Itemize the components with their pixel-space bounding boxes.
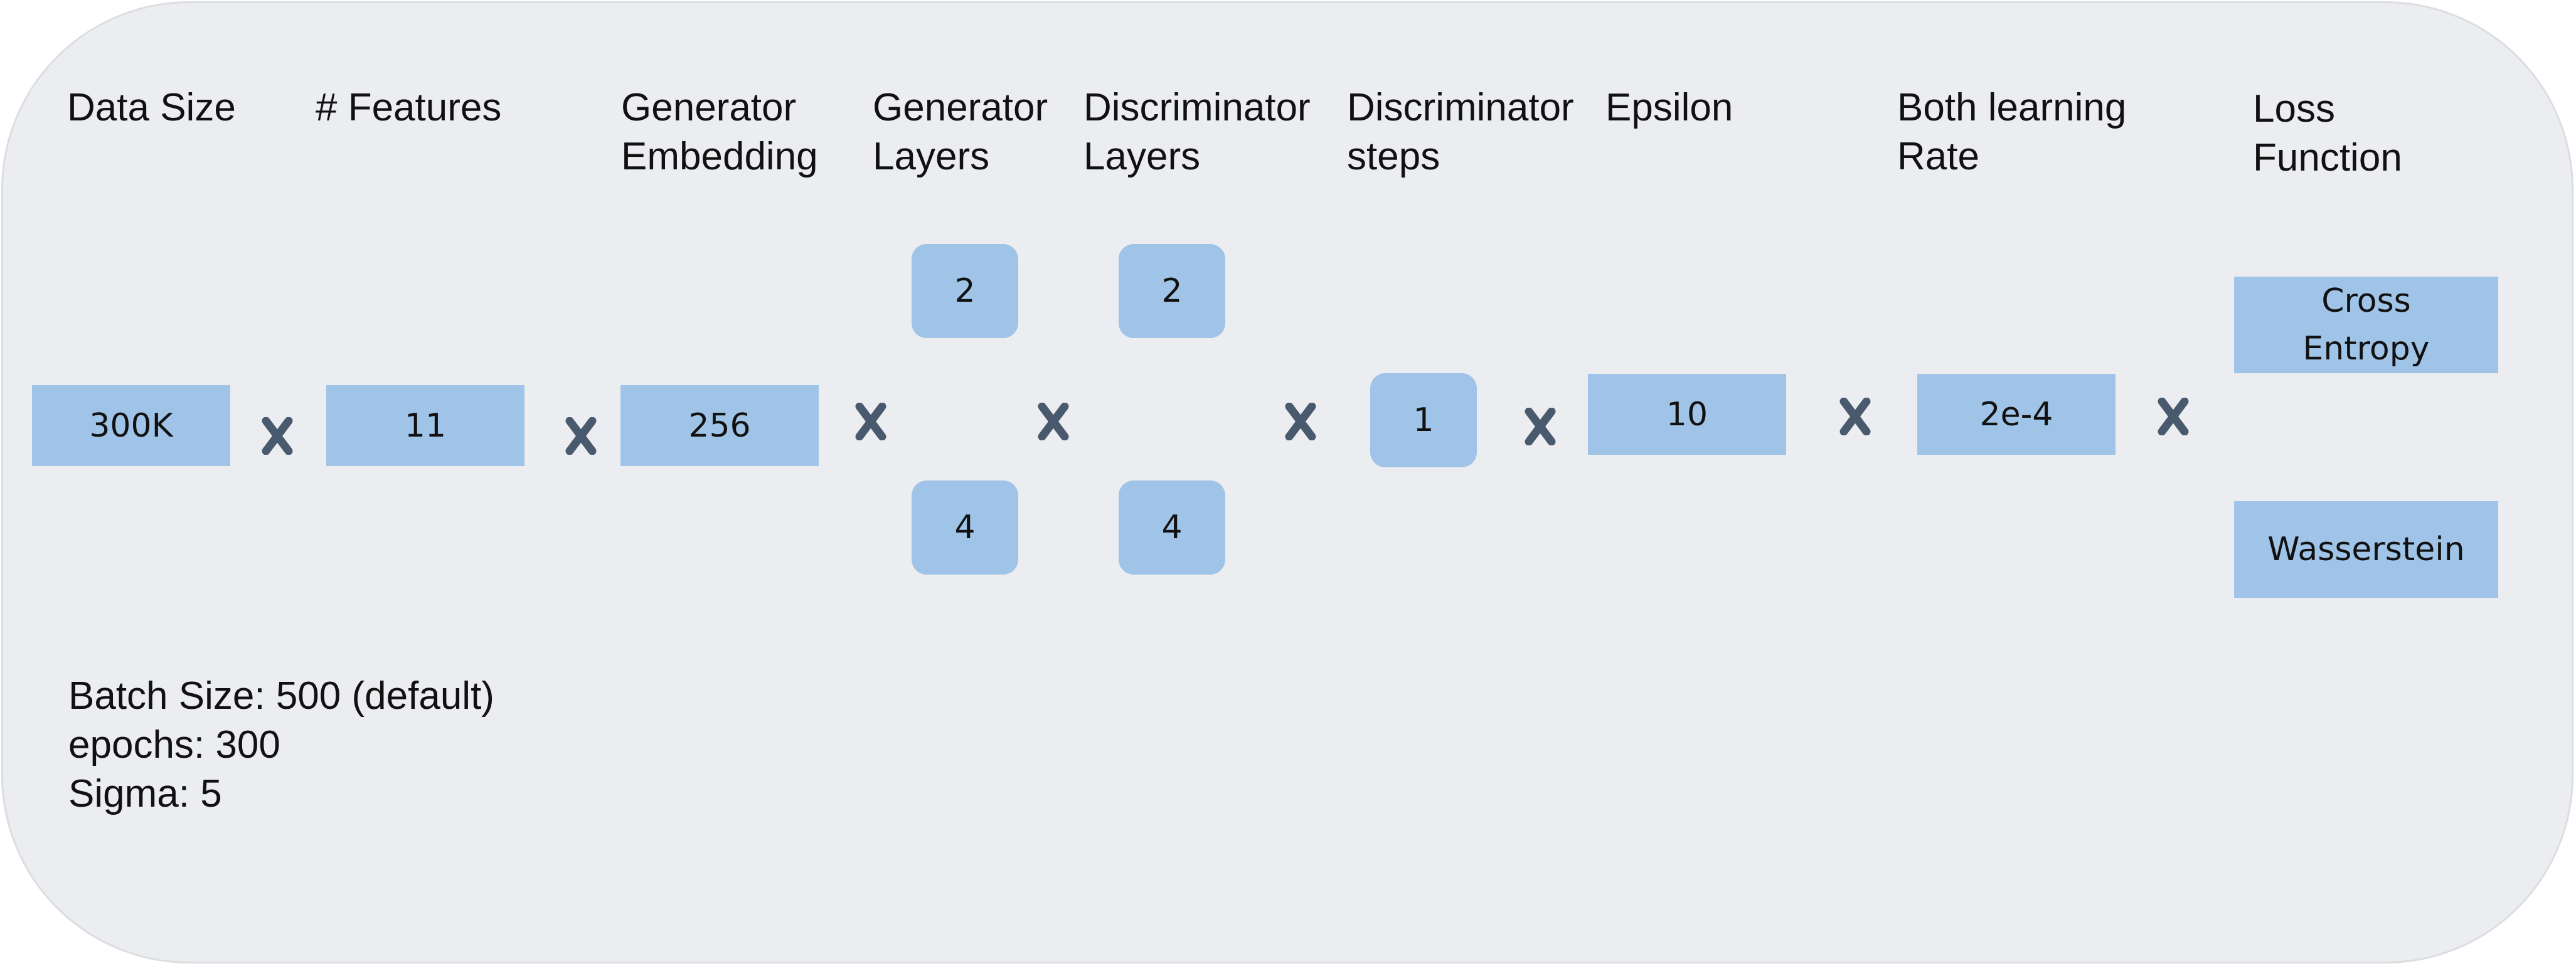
value-box-discriminator-layers-bottom: 4 — [1119, 480, 1225, 575]
value-discriminator-steps: 1 — [1413, 401, 1434, 439]
value-generator-embedding: 256 — [688, 406, 751, 445]
value-box-features: 11 — [326, 385, 524, 466]
value-box-learning-rate: 2e-4 — [1917, 374, 2116, 455]
value-box-loss-wasserstein: Wasserstein — [2234, 501, 2498, 598]
value-box-generator-embedding: 256 — [620, 385, 819, 466]
note-sigma: Sigma: 5 — [68, 772, 222, 815]
header-learning-rate: Both learning Rate — [1897, 86, 2127, 178]
multiply-icon — [854, 403, 887, 440]
header-epsilon: Epsilon — [1605, 86, 1733, 129]
header-discriminator-steps: Discriminator steps — [1347, 86, 1574, 178]
value-generator-layers-bottom: 4 — [954, 509, 976, 546]
value-data-size: 300K — [89, 406, 173, 445]
note-epochs: epochs: 300 — [68, 723, 280, 767]
value-box-data-size: 300K — [32, 385, 230, 466]
value-discriminator-layers-top: 2 — [1161, 272, 1183, 310]
value-box-discriminator-layers-top: 2 — [1119, 244, 1225, 338]
value-learning-rate: 2e-4 — [1979, 395, 2053, 433]
value-box-generator-layers-bottom: 4 — [912, 480, 1018, 575]
value-box-epsilon: 10 — [1588, 374, 1786, 455]
multiply-icon — [1037, 403, 1070, 440]
note-batch-size: Batch Size: 500 (default) — [68, 674, 494, 718]
multiply-icon — [261, 417, 294, 455]
header-data-size: Data Size — [67, 86, 236, 129]
multiply-icon — [2157, 398, 2190, 435]
hyperparameter-notes: Batch Size: 500 (default) epochs: 300 Si… — [68, 672, 494, 819]
header-generator-embedding: Generator Embedding — [621, 86, 818, 178]
header-loss-function: Loss Function — [2253, 87, 2402, 179]
value-features: 11 — [404, 406, 447, 445]
value-epsilon: 10 — [1666, 395, 1708, 433]
value-box-generator-layers-top: 2 — [912, 244, 1018, 338]
value-box-discriminator-steps: 1 — [1370, 373, 1477, 467]
multiply-icon — [1524, 408, 1557, 445]
multiply-icon — [1284, 403, 1317, 440]
value-box-loss-cross-entropy: Cross Entropy — [2234, 277, 2498, 373]
multiply-icon — [565, 417, 597, 455]
value-loss-wasserstein: Wasserstein — [2267, 531, 2465, 568]
header-generator-layers: Generator Layers — [873, 86, 1048, 178]
header-discriminator-layers: Discriminator Layers — [1083, 86, 1311, 178]
value-loss-cross-entropy: Cross Entropy — [2302, 282, 2430, 368]
header-features: # Features — [316, 86, 502, 129]
value-discriminator-layers-bottom: 4 — [1161, 509, 1183, 546]
value-generator-layers-top: 2 — [954, 272, 976, 310]
multiply-icon — [1839, 398, 1871, 435]
